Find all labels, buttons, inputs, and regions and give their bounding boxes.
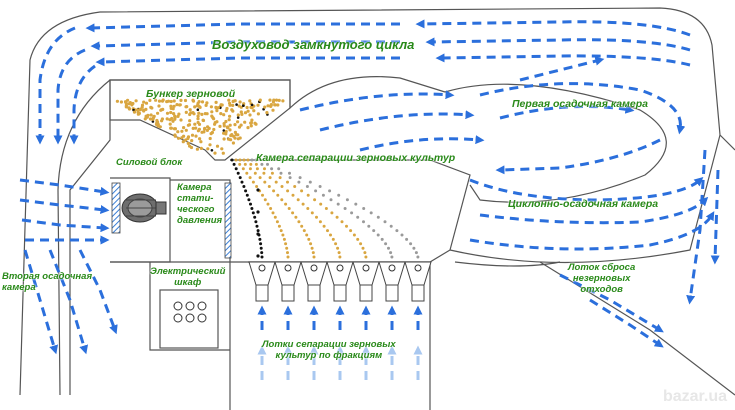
label-waste-tray: Лоток сброса незерновых отходов	[568, 262, 636, 296]
grain-streams	[230, 158, 420, 259]
cabinet-buttons-icon	[173, 301, 207, 323]
airflow-arrows	[19, 19, 720, 355]
waste-line-3: отходов	[580, 283, 623, 295]
label-electrical-cabinet: Электрический шкаф	[150, 266, 226, 289]
second-line-2: камера	[2, 281, 36, 293]
label-first-settling-chamber: Первая осадочная камера	[512, 98, 648, 110]
label-separation-chamber: Камера сепарации зерновых культур	[256, 152, 456, 164]
label-cyclone-chamber: Циклонно-осадочная камера	[508, 198, 659, 210]
static-line-3: ческого	[177, 203, 215, 215]
trays-line-1: Лотки сепарации зерновых	[262, 339, 396, 350]
static-line-1: Камера	[177, 182, 212, 193]
label-fraction-trays: Лотки сепарации зерновых культур по фрак…	[262, 339, 396, 362]
static-line-2: стати-	[177, 192, 214, 204]
waste-line-1: Лоток сброса	[568, 262, 636, 273]
static-line-4: давления	[177, 214, 223, 226]
waste-line-2: незерновых	[572, 272, 631, 284]
second-line-1: Вторая осадочная	[2, 271, 93, 282]
cabinet-line-2: шкаф	[174, 276, 202, 288]
fan-icon	[111, 182, 232, 259]
fraction-trays	[248, 261, 432, 302]
label-second-settling-chamber: Вторая осадочная камера	[2, 271, 93, 294]
label-power-unit: Силовой блок	[116, 157, 183, 168]
watermark: bazar.ua	[662, 388, 727, 405]
label-static-pressure-chamber: Камера стати- ческого давления	[177, 182, 223, 227]
faint-arrows	[257, 345, 423, 380]
cabinet-line-1: Электрический	[150, 266, 226, 277]
label-closed-cycle-duct: Воздуховод замкнутого цикла	[212, 37, 415, 52]
label-grain-hopper: Бункер зерновой	[146, 88, 236, 100]
trays-line-2: культур по фракциям	[275, 349, 383, 361]
grain-pile	[115, 98, 285, 155]
